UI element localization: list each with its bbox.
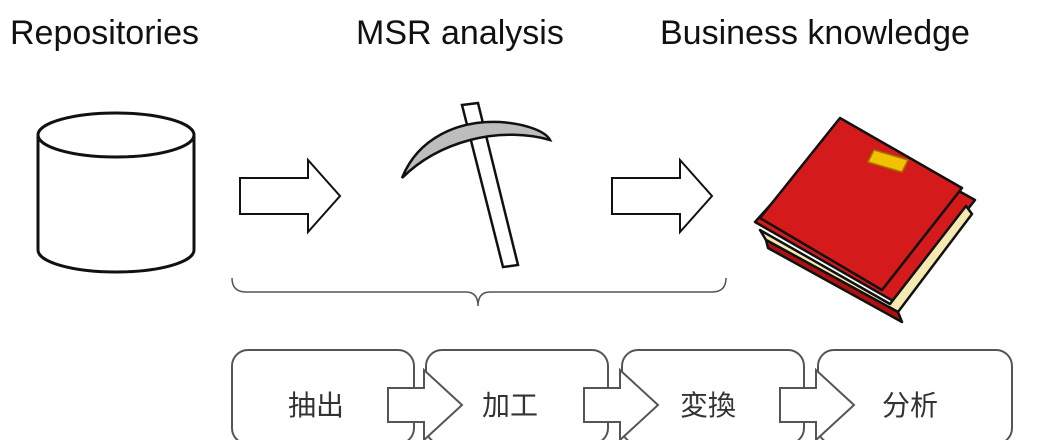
step-label: 変換 [680, 389, 736, 422]
arrow-right-icon [239, 157, 342, 235]
arrow-right-icon [611, 157, 714, 235]
step-box: 変換 [621, 349, 805, 440]
heading-business-knowledge: Business knowledge [660, 14, 970, 52]
heading-repositories: Repositories [10, 14, 199, 52]
heading-msr-analysis: MSR analysis [356, 14, 564, 52]
arrow-right-icon [779, 367, 856, 440]
step-label: 分析 [882, 389, 938, 422]
brace [231, 277, 727, 307]
arrow-right-icon [387, 367, 464, 440]
step-box: 加工 [425, 349, 609, 440]
step-label: 抽出 [288, 389, 344, 422]
book-icon [753, 116, 977, 324]
step-label: 加工 [482, 389, 538, 422]
database-icon [36, 111, 196, 274]
arrow-right-icon [583, 367, 660, 440]
step-box: 分析 [817, 349, 1013, 440]
step-box: 抽出 [231, 349, 415, 440]
pickaxe-icon [400, 101, 553, 269]
